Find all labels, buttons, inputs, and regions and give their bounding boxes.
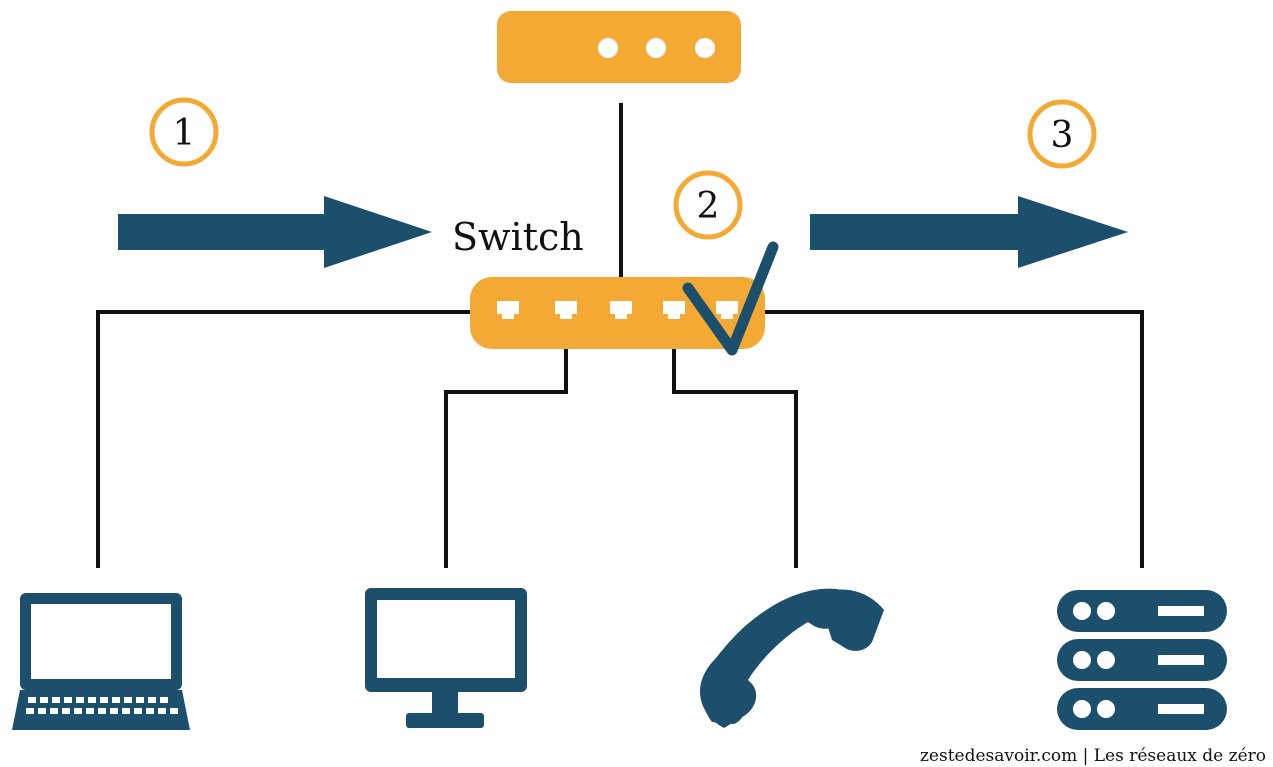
laptop-icon (12, 593, 190, 730)
switch-label: Switch (452, 215, 584, 259)
footer-credit: zestedesavoir.com | Les réseaux de zéro (920, 746, 1266, 766)
wire-phone (672, 315, 798, 568)
step-number: 3 (1051, 115, 1074, 156)
wire-server (738, 310, 1144, 568)
step-badge-3: 3 (1027, 99, 1097, 169)
router-light (598, 38, 618, 58)
arrow-right-icon (810, 196, 1128, 268)
network-wires (96, 103, 1144, 568)
switch-port (663, 301, 685, 319)
arrow-left-icon (118, 196, 432, 268)
step-badge-2: 2 (673, 170, 743, 240)
step-number: 2 (697, 186, 720, 227)
checkmark-icon (682, 241, 779, 356)
router-icon (497, 11, 741, 83)
step-badge-1: 1 (149, 97, 219, 167)
switch-port (716, 301, 738, 319)
server-icon (1057, 590, 1227, 730)
router-light (646, 38, 666, 58)
router-light (695, 38, 715, 58)
switch-port (610, 301, 632, 319)
step-number: 1 (173, 113, 196, 154)
switch-port (497, 301, 519, 319)
wire-monitor (444, 315, 568, 568)
switch-port (555, 301, 577, 319)
wire-laptop (96, 310, 504, 568)
monitor-icon (365, 588, 527, 728)
